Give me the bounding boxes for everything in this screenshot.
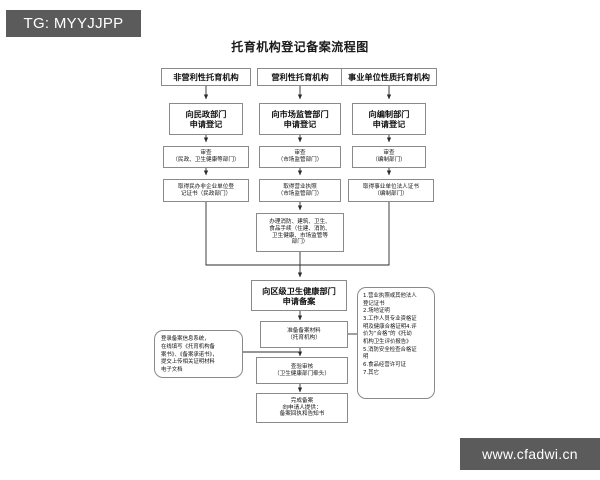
node-apply-record[interactable]: 向区级卫生健康部门 申请备案: [251, 280, 347, 311]
node-center-apply[interactable]: 向市场监管部门 申请登记: [259, 103, 341, 135]
node-verify-review[interactable]: 查验审核 （卫生健康部门牵头）: [256, 357, 348, 384]
node-left-apply[interactable]: 向民政部门 申请登记: [169, 103, 243, 135]
node-right-certificate[interactable]: 取得事业单位法人证书 （编制部门）: [348, 179, 434, 202]
note-online-filing-system[interactable]: 登录备案信息系统， 在线填写《托育机构备 案书》、《备案承诺书》， 提交上传相关…: [154, 330, 243, 378]
node-right-review[interactable]: 审查 （编制部门）: [352, 146, 426, 168]
top-watermark-badge: TG: MYYJJPP: [6, 10, 141, 37]
node-left-review[interactable]: 审查 （民政、卫生健康等部门）: [163, 146, 249, 168]
node-center-type[interactable]: 营利性托育机构: [257, 68, 343, 86]
bottom-watermark-badge: www.cfadwi.cn: [460, 438, 600, 470]
note-required-materials[interactable]: 1.营业执照或其他法人 登记证书 2.场地证明 3.工作人员专业资格证 明及健康…: [357, 287, 435, 399]
node-center-review[interactable]: 审查 （市场监管部门）: [259, 146, 341, 168]
node-prepare-materials[interactable]: 准备备案材料 （托育机构）: [260, 321, 348, 348]
node-left-certificate[interactable]: 取得民办非企业单位登 记证书（民政部门）: [163, 179, 249, 202]
node-right-type[interactable]: 事业单位性质托育机构: [341, 68, 437, 86]
node-center-certificate[interactable]: 取得营业执照 （市场监管部门）: [259, 179, 341, 202]
node-center-procedures[interactable]: 办理消防、建筑、卫生、 食品手续（住建、消防、 卫生健康、市场监管等 部门）: [256, 213, 344, 252]
node-complete-filing[interactable]: 完成备案 向申请人提供： 备案回执和告知书: [256, 393, 348, 423]
node-left-type[interactable]: 非营利性托育机构: [161, 68, 251, 86]
page-title: 托育机构登记备案流程图: [231, 40, 369, 54]
node-right-apply[interactable]: 向编制部门 申请登记: [352, 103, 426, 135]
